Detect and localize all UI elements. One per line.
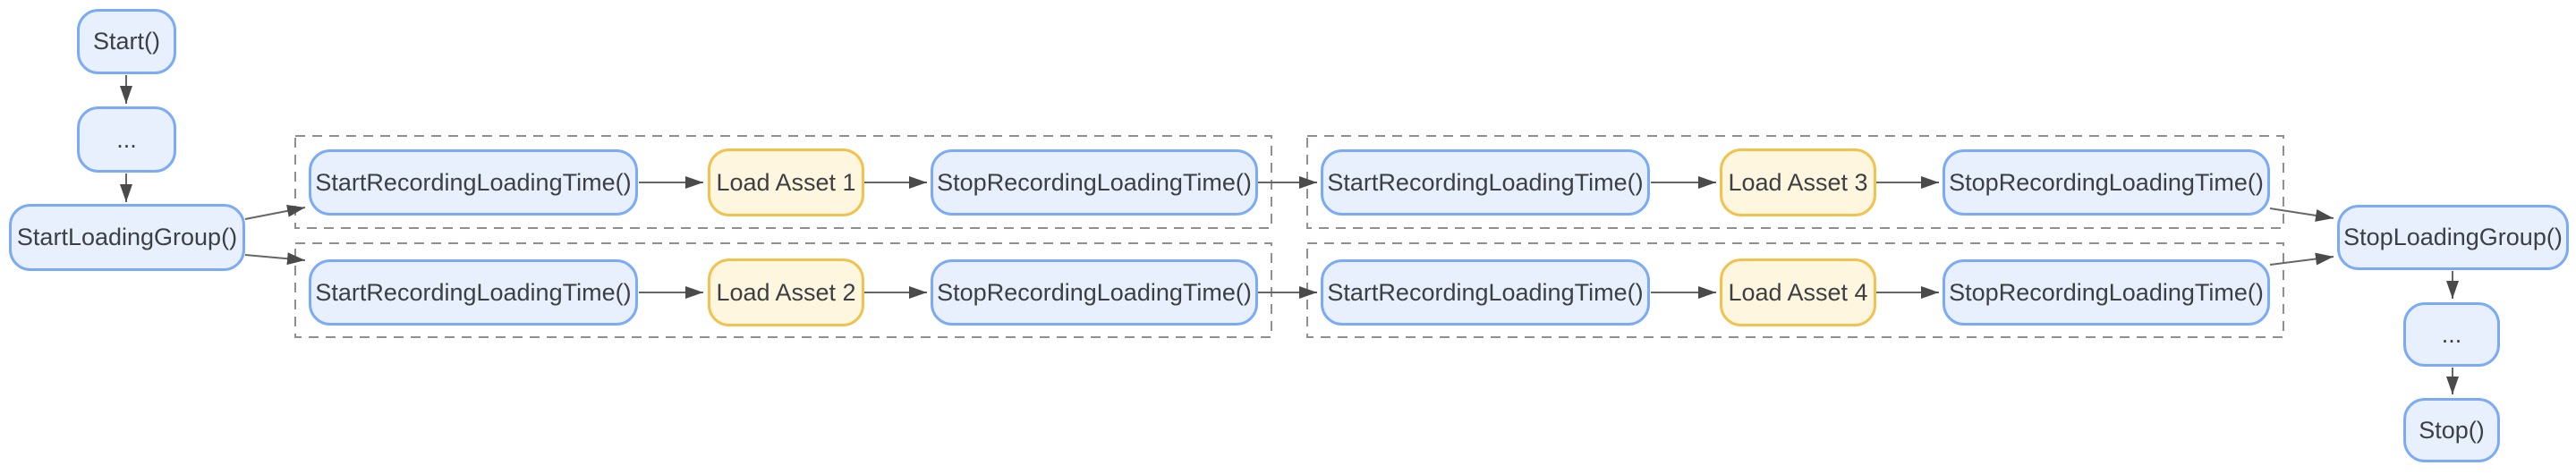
node-start-recording-loading-time-4: StartRecordingLoadingTime(): [1321, 259, 1650, 326]
node-start-recording-loading-time-2: StartRecordingLoadingTime(): [309, 259, 638, 326]
node-stop: Stop(): [2403, 398, 2500, 462]
node-stop-recording-loading-time-2: StopRecordingLoadingTime(): [931, 259, 1258, 326]
edge-stop-recording-3-to-stop-loading-group: [2269, 207, 2334, 222]
node-ellipsis-top: ...: [77, 106, 176, 173]
node-stop-recording-loading-time-1: StopRecordingLoadingTime(): [931, 149, 1258, 216]
edge-start-loading-group-to-start-recording-2: [244, 252, 306, 266]
node-stop-loading-group: StopLoadingGroup(): [2337, 205, 2569, 270]
edge-stop-recording-4-to-stop-loading-group: [2269, 252, 2334, 266]
node-stop-recording-loading-time-3: StopRecordingLoadingTime(): [1943, 149, 2270, 216]
node-load-asset-4: Load Asset 4: [1720, 258, 1876, 326]
dashed-group-1-row-2-box: [294, 242, 1272, 338]
node-start-recording-loading-time-1: StartRecordingLoadingTime(): [309, 149, 638, 216]
edge-start-loading-group-to-start-recording-1: [244, 204, 306, 220]
node-load-asset-2: Load Asset 2: [708, 258, 864, 326]
node-start-loading-group: StartLoadingGroup(): [9, 204, 245, 271]
dashed-group-2-row-1-box: [1306, 135, 2284, 229]
node-start-recording-loading-time-3: StartRecordingLoadingTime(): [1321, 149, 1650, 216]
node-load-asset-1: Load Asset 1: [708, 148, 864, 216]
node-load-asset-3: Load Asset 3: [1720, 148, 1876, 216]
node-ellipsis-bottom: ...: [2403, 302, 2500, 367]
node-stop-recording-loading-time-4: StopRecordingLoadingTime(): [1943, 259, 2270, 326]
node-start: Start(): [77, 9, 176, 74]
